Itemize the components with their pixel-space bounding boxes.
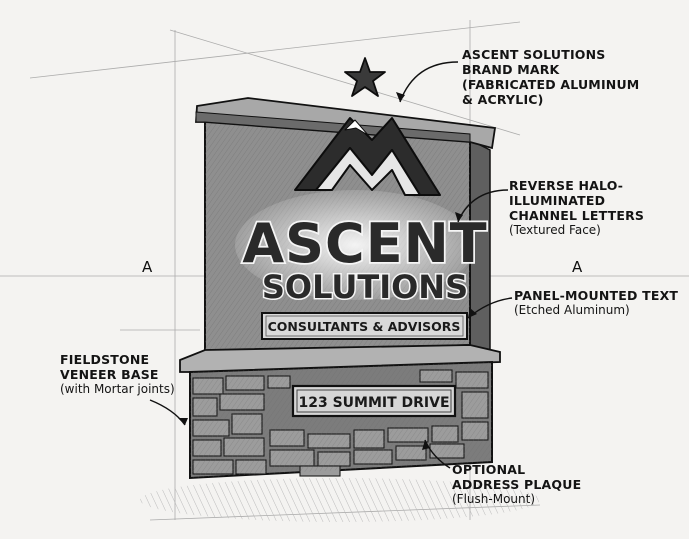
callout-line: PANEL-MOUNTED TEXT [514,288,679,303]
callout-line: VENEER BASE [60,367,159,382]
callout-channel-letters: REVERSE HALO- ILLUMINATED CHANNEL LETTER… [509,178,644,238]
callout-note: (with Mortar joints) [60,382,175,396]
callout-line: (FABRICATED ALUMINUM [462,77,640,92]
callout-note: (Flush-Mount) [452,492,536,506]
arrow-heads [178,92,477,450]
callout-line: ADDRESS PLAQUE [452,477,582,492]
callout-plaque: OPTIONAL ADDRESS PLAQUE (Flush-Mount) [452,462,581,507]
brand-line-2: SOLUTIONS [262,268,468,306]
address-plaque [291,384,457,418]
callout-note: (Textured Face) [509,223,601,237]
callout-line: CHANNEL LETTERS [509,208,645,223]
callout-base: FIELDSTONE VENEER BASE (with Mortar join… [60,352,175,397]
callout-line: ASCENT SOLUTIONS [462,47,606,62]
callout-line: REVERSE HALO- [509,178,624,193]
address-text: 123 SUMMIT DRIVE [298,395,449,411]
section-mark-left: A [142,258,153,276]
tagline-panel [261,312,468,340]
callout-line: & ACRYLIC) [462,92,544,107]
callout-brand-mark: ASCENT SOLUTIONS BRAND MARK (FABRICATED … [462,47,639,107]
brand-line-1: ASCENT [242,212,487,275]
star-icon [344,57,386,97]
tagline-text: CONSULTANTS & ADVISORS [268,319,461,334]
base-ledge [179,344,501,373]
callout-panel-text: PANEL-MOUNTED TEXT (Etched Aluminum) [514,288,678,318]
callout-line: BRAND MARK [462,62,560,77]
callout-line: ILLUMINATED [509,193,606,208]
callout-note: (Etched Aluminum) [514,303,630,317]
section-mark-right: A [572,258,583,276]
callout-line: FIELDSTONE [60,352,150,367]
stone-base [189,360,493,480]
ground-shadow [140,478,540,522]
mountain-logo-icon [294,117,441,196]
callout-line: OPTIONAL [452,462,526,477]
